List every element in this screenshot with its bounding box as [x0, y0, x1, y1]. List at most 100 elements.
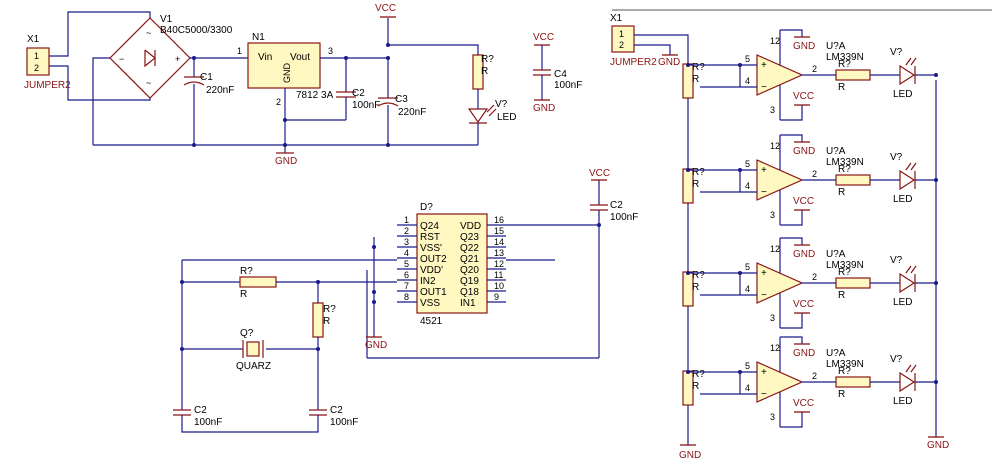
ic-left-pin-name: VSS' [420, 243, 442, 254]
comparator-ref: U?A [826, 348, 846, 359]
gnd-wire [780, 29, 803, 37]
c4-ref: C4 [554, 69, 567, 80]
vcc-label: VCC [793, 398, 814, 409]
led-diode[interactable] [899, 169, 916, 191]
gnd-label-led-bus: GND [927, 440, 949, 451]
capacitor-c2-power[interactable]: C2 100nF [336, 58, 380, 120]
capacitor-c2-counter-top[interactable]: C2 100nF [590, 200, 638, 223]
r1-ref: R? [240, 266, 253, 277]
vcc-label: VCC [793, 91, 814, 102]
gnd-label: GND [793, 41, 815, 52]
crystal-ref: Q? [240, 328, 254, 339]
resistor-r2-oscillator[interactable]: R? R [312, 302, 336, 338]
junction-dot [934, 73, 938, 77]
power-supply-section: X1 1 2 JUMPER2 ~ ~ − + V1 B40C5000/3300 [24, 3, 582, 167]
led-power-indicator[interactable]: V? LED [467, 99, 516, 124]
comparator-part: LM339N [826, 359, 864, 370]
vcc-wire [780, 210, 803, 226]
c2-top-ref: C2 [610, 200, 623, 211]
x1-ref: X1 [27, 34, 40, 45]
capacitor-c2-osc-left[interactable]: C2 100nF [173, 405, 222, 428]
gnd-wire [780, 336, 803, 344]
gnd-symbol-comparator: GND [679, 444, 701, 461]
led-arrow [905, 57, 912, 66]
resistor-r1-oscillator[interactable]: R? R [239, 266, 277, 300]
vcc-wire [780, 313, 803, 329]
n1-pin3: 3 [328, 46, 333, 56]
led-resistor[interactable] [835, 277, 871, 289]
ic-right-pin-name: Q21 [460, 254, 479, 265]
led-arrow [905, 364, 912, 373]
v1-value: B40C5000/3300 [160, 25, 233, 36]
vcc-label-c4: VCC [533, 32, 554, 43]
led-arrow [905, 265, 912, 274]
x1-name: JUMPER2 [24, 80, 71, 91]
led-value: LED [893, 297, 912, 308]
comparator-minus: − [761, 389, 767, 400]
comparator-section: X1 1 2 JUMPER2 GND GND R?R+−54GND12VCC32… [610, 13, 949, 461]
r1-value: R [240, 289, 247, 300]
ic-right-pin-name: Q20 [460, 265, 479, 276]
gnd-label: GND [793, 146, 815, 157]
counter-section: D? 4521 1Q242RST3VSS'4OUT25VDD'6IN27OUT1… [173, 168, 638, 433]
capacitor-c1[interactable]: C1 220nF [183, 58, 234, 145]
led-resistor-ref: R? [838, 164, 851, 175]
led-resistor-value: R [838, 82, 845, 93]
v1-ref: V1 [160, 14, 173, 25]
ic-right-pin-name: Q23 [460, 232, 479, 243]
pin-plus-number: 5 [745, 361, 750, 371]
led-resistor[interactable] [835, 174, 871, 186]
c2-power-ref: C2 [352, 88, 365, 99]
power-connector-x1[interactable]: X1 1 2 JUMPER2 [24, 34, 71, 91]
led-resistor[interactable] [835, 376, 871, 388]
c1-ref: C1 [200, 72, 213, 83]
counter-ic-4521[interactable]: D? 4521 [416, 202, 488, 327]
capacitor-c3[interactable]: C3 220nF [377, 58, 426, 145]
ic-ref: D? [420, 202, 433, 213]
svg-text:−: − [119, 54, 124, 64]
crystal-quarz[interactable]: Q? QUARZ [236, 328, 271, 372]
n1-vout: Vout [290, 52, 310, 63]
comparator-stages: R?R+−54GND12VCC32U?ALM339NR?RV?LEDR?R+−5… [682, 29, 938, 428]
ic-right-pin-name: Q22 [460, 243, 479, 254]
c2-power-value: 100nF [352, 100, 380, 111]
divider-resistor-value: R [692, 282, 699, 293]
pin-top-number: 12 [770, 141, 780, 151]
capacitor-c2-osc-right[interactable]: C2 100nF [309, 405, 358, 428]
resistor-power-indicator[interactable]: R? R [472, 54, 494, 90]
ic-left-pin-name: Q24 [420, 221, 439, 232]
vcc-wire [780, 105, 803, 121]
pin-out-number: 2 [812, 371, 817, 381]
led-resistor-ref: R? [838, 59, 851, 70]
pin-out-number: 2 [812, 272, 817, 282]
n1-pin2: 2 [276, 97, 281, 107]
pin-bot-number: 3 [770, 210, 775, 220]
ic-left-pin-name: IN2 [420, 276, 436, 287]
pin-plus-number: 5 [745, 262, 750, 272]
led-power-value: LED [497, 112, 516, 123]
comparator-minus: − [761, 82, 767, 93]
c1-value: 220nF [206, 85, 234, 96]
pin-top-number: 12 [770, 343, 780, 353]
vcc-label-power: VCC [375, 3, 396, 14]
led-diode[interactable] [899, 371, 916, 393]
gnd-label: GND [793, 348, 815, 359]
c3-ref: C3 [395, 94, 408, 105]
led-arrow [910, 57, 917, 66]
comparator-part: LM339N [826, 260, 864, 271]
led-diode[interactable] [899, 272, 916, 294]
x1b-ref: X1 [610, 13, 623, 24]
comparator-connector-x1[interactable]: X1 1 2 JUMPER2 GND [610, 13, 680, 68]
divider-resistor-ref: R? [692, 270, 705, 281]
led-resistor[interactable] [835, 69, 871, 81]
ic-right-pin-name: VDD [460, 221, 481, 232]
led-diode[interactable] [899, 64, 916, 86]
led-arrow [910, 162, 917, 171]
regulator-n1[interactable]: N1 Vin Vout GND 1 2 3 7812 3A [237, 32, 334, 107]
svg-text:+: + [175, 54, 180, 64]
capacitor-c4[interactable]: VCC GND C4 100nF [533, 32, 582, 114]
comparator-part: LM339N [826, 52, 864, 63]
